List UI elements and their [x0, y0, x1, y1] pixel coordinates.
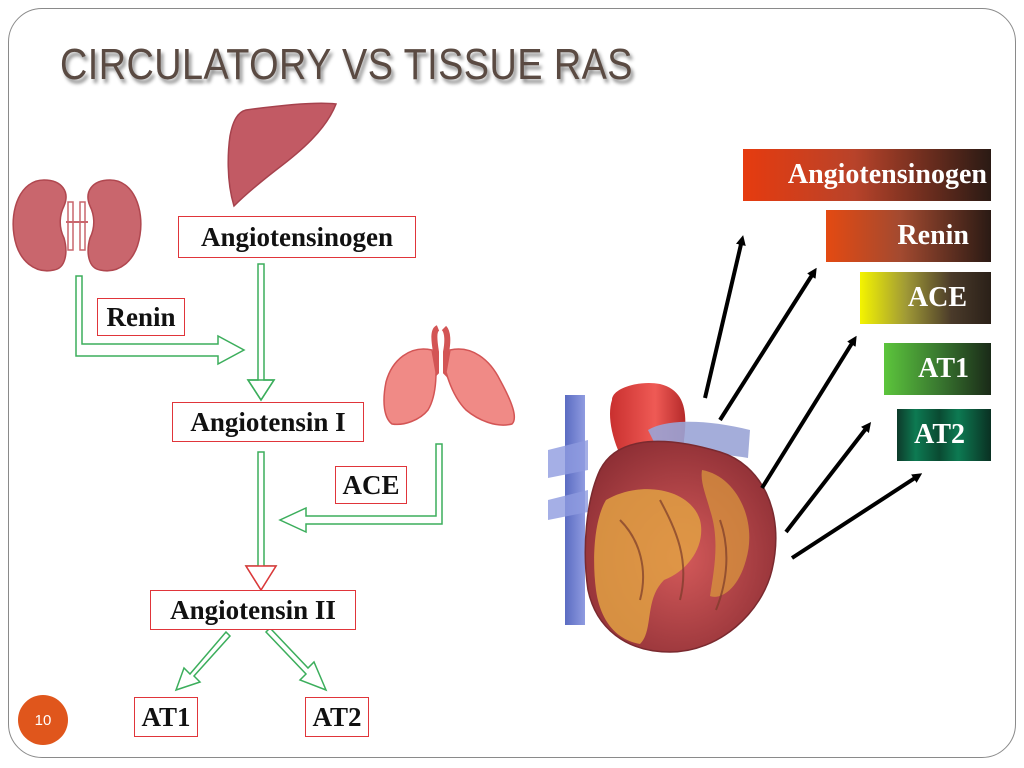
arrow-heart-to-renin — [718, 267, 817, 422]
slide-title: CIRCULATORY VS TISSUE RAS — [60, 40, 633, 89]
arrow-heart-to-angiotensinogen — [703, 235, 746, 399]
angiotensin-1-box: Angiotensin I — [172, 402, 364, 442]
page-number-badge: 10 — [18, 695, 68, 745]
kidney-icon — [12, 179, 142, 272]
tissue-at1-bar: AT1 — [884, 343, 991, 395]
tissue-renin-bar: Renin — [826, 210, 991, 262]
arrow-renin — [75, 275, 246, 366]
renin-box: Renin — [97, 298, 185, 336]
tissue-angiotensinogen-bar: Angiotensinogen — [743, 149, 991, 201]
at1-box: AT1 — [134, 697, 198, 737]
pathway-arrows — [75, 263, 443, 692]
tissue-arrows — [703, 235, 923, 560]
liver-icon — [227, 102, 338, 208]
lungs-icon — [383, 325, 516, 426]
at2-box: AT2 — [305, 697, 369, 737]
arrow-heart-to-ace — [760, 335, 857, 490]
angiotensinogen-box: Angiotensinogen — [178, 216, 416, 258]
tissue-ace-bar: ACE — [860, 272, 991, 324]
heart-icon — [548, 382, 777, 653]
angiotensin-2-box: Angiotensin II — [150, 590, 356, 630]
arrow-heart-to-at2 — [790, 473, 923, 560]
arrow-ang2-to-at2 — [264, 626, 328, 692]
tissue-at2-bar: AT2 — [897, 409, 991, 461]
arrow-heart-to-at1 — [784, 422, 872, 534]
slide-frame — [8, 8, 1016, 758]
ace-box: ACE — [335, 466, 407, 504]
arrow-ang2-to-at1 — [174, 630, 232, 692]
arrow-ace — [278, 443, 443, 534]
